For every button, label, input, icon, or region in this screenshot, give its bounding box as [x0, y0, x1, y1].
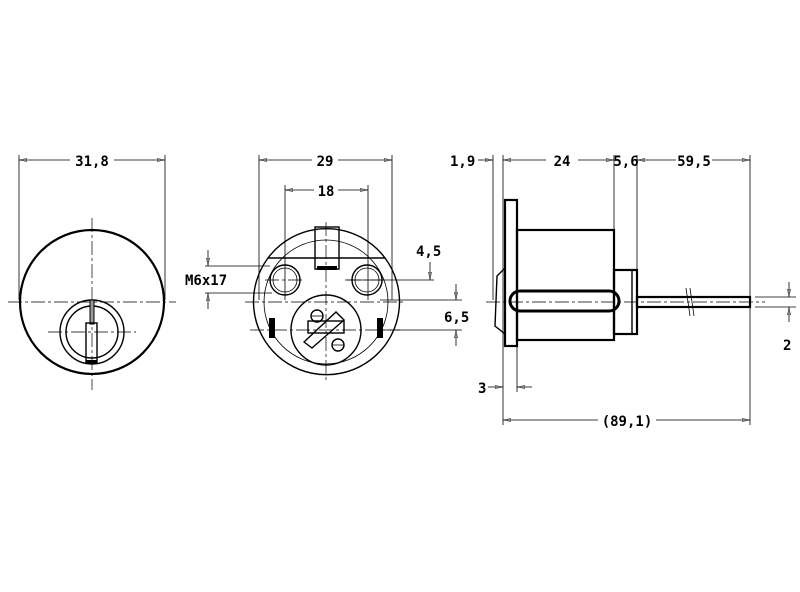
dim-spindle-length: 59,5 [677, 154, 711, 170]
flange [503, 198, 519, 348]
back-view: 29 18 M6x17 4,5 [185, 154, 469, 382]
front-view: 31,8 [8, 154, 176, 390]
dim-flange-thickness: 3 [478, 381, 486, 397]
dim-body-length: 24 [554, 154, 571, 170]
side-view: 1,9 24 5,6 59,5 3 (89,1) 2 [450, 154, 796, 430]
dim-hole-spacing: 18 [318, 184, 335, 200]
dim-diameter: 31,8 [75, 154, 109, 170]
dim-rear-length: 5,6 [613, 154, 638, 170]
dim-spindle-width: 2 [783, 338, 791, 354]
dim-width: 29 [317, 154, 334, 170]
dim-hole-offset: 4,5 [416, 244, 441, 260]
dim-total-length: (89,1) [602, 414, 653, 430]
cylinder-body [515, 228, 616, 342]
dim-flange: 1,9 [450, 154, 475, 170]
dim-screw: M6x17 [185, 273, 227, 289]
dim-center-offset: 6,5 [444, 310, 469, 326]
